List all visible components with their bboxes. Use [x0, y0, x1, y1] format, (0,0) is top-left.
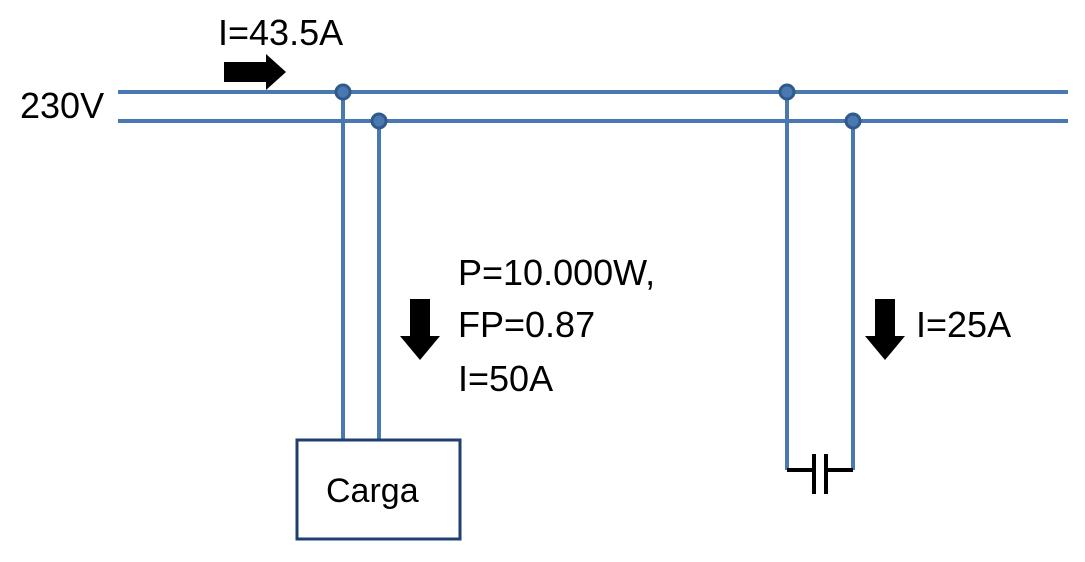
junction-node	[778, 83, 796, 101]
capacitor-symbol	[787, 454, 853, 494]
load-current-label: I=50A	[458, 358, 554, 399]
supply-voltage-label: 230V	[20, 85, 105, 126]
load-name-label: Carga	[326, 472, 419, 510]
cap-current-arrow-icon	[865, 299, 905, 360]
capacitor-current-label: I=25A	[916, 304, 1012, 345]
supply-current-label: I=43.5A	[218, 12, 344, 53]
load-power-label: P=10.000W,	[458, 252, 656, 293]
load-current-arrow-icon	[400, 299, 440, 360]
junction-node	[370, 112, 388, 130]
load-box	[295, 438, 462, 541]
supply-current-arrow-icon	[224, 54, 286, 90]
junction-node	[334, 83, 352, 101]
load-power-factor-label: FP=0.87	[458, 304, 596, 345]
junction-node	[844, 112, 862, 130]
